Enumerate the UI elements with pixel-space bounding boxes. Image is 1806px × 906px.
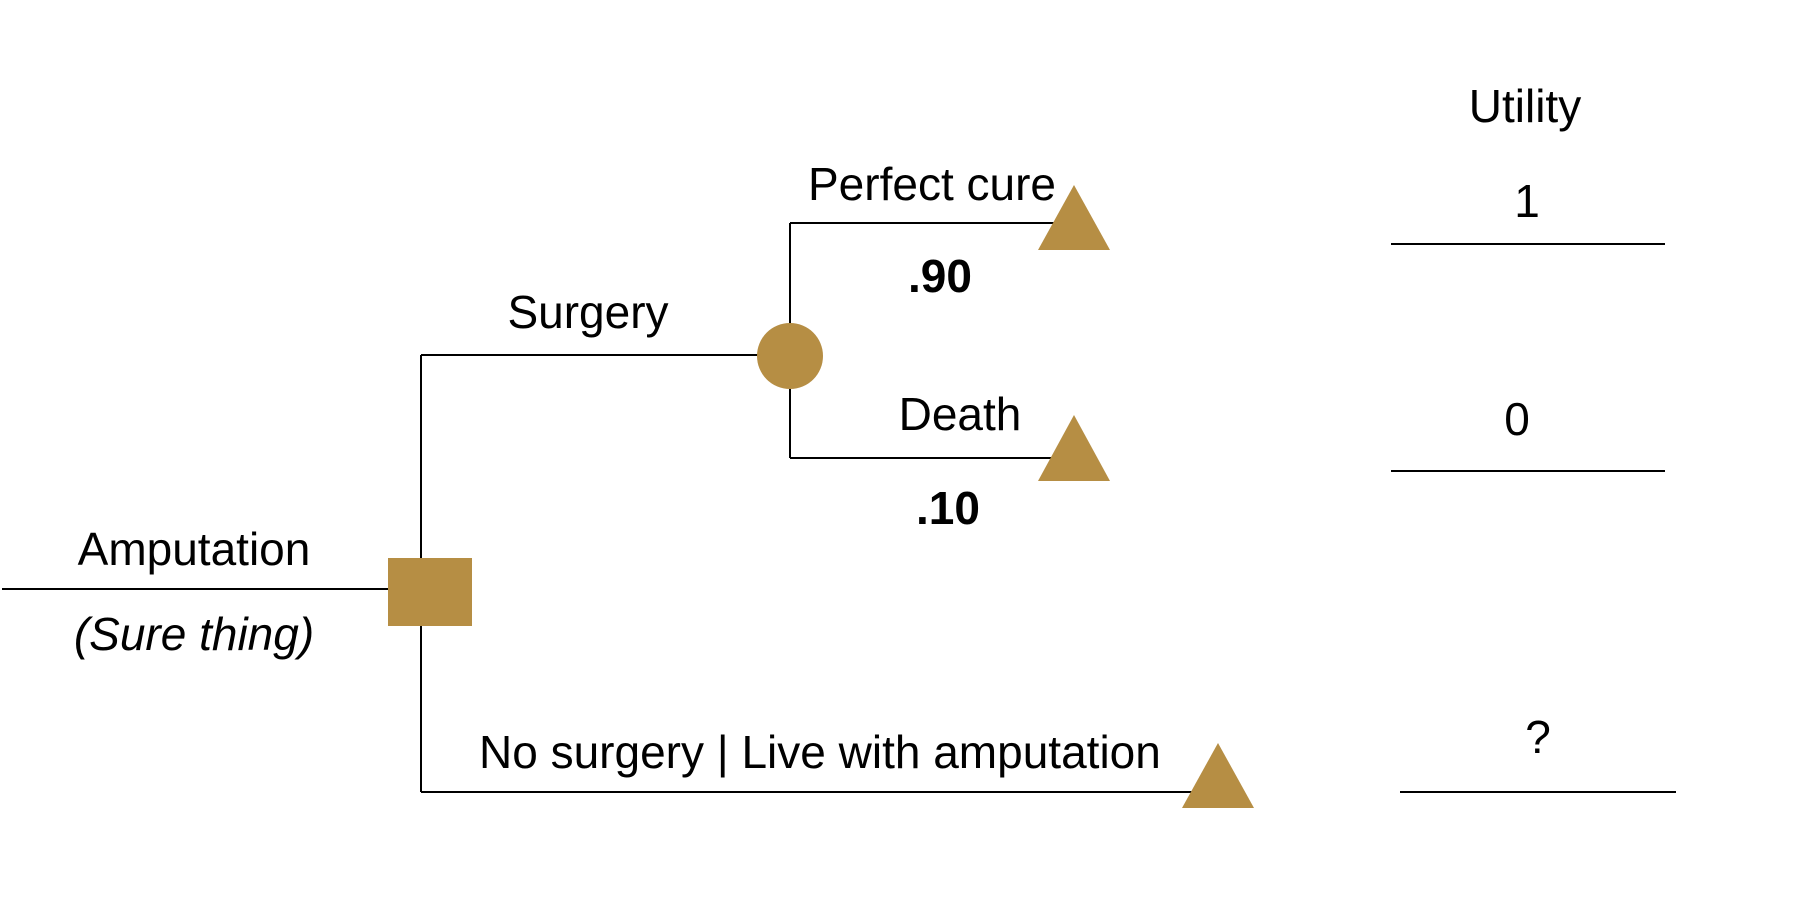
utility-header: Utility bbox=[1469, 80, 1581, 132]
death-label: Death bbox=[899, 388, 1022, 440]
terminal-node-death bbox=[1038, 415, 1110, 481]
chance-node bbox=[757, 323, 823, 389]
terminal-node-cure bbox=[1038, 185, 1110, 250]
terminal-node-no-surgery bbox=[1182, 743, 1254, 808]
root-sublabel: (Sure thing) bbox=[74, 608, 314, 660]
surgery-label: Surgery bbox=[507, 286, 668, 338]
perfect-cure-label: Perfect cure bbox=[808, 158, 1056, 210]
decision-node bbox=[388, 558, 472, 626]
no-surgery-label: No surgery | Live with amputation bbox=[479, 726, 1161, 778]
cure-utility: 1 bbox=[1514, 175, 1540, 227]
no-surgery-utility: ? bbox=[1525, 711, 1551, 763]
root-label: Amputation bbox=[78, 523, 311, 575]
death-utility: 0 bbox=[1504, 393, 1530, 445]
death-probability: .10 bbox=[916, 482, 980, 534]
cure-probability: .90 bbox=[908, 250, 972, 302]
